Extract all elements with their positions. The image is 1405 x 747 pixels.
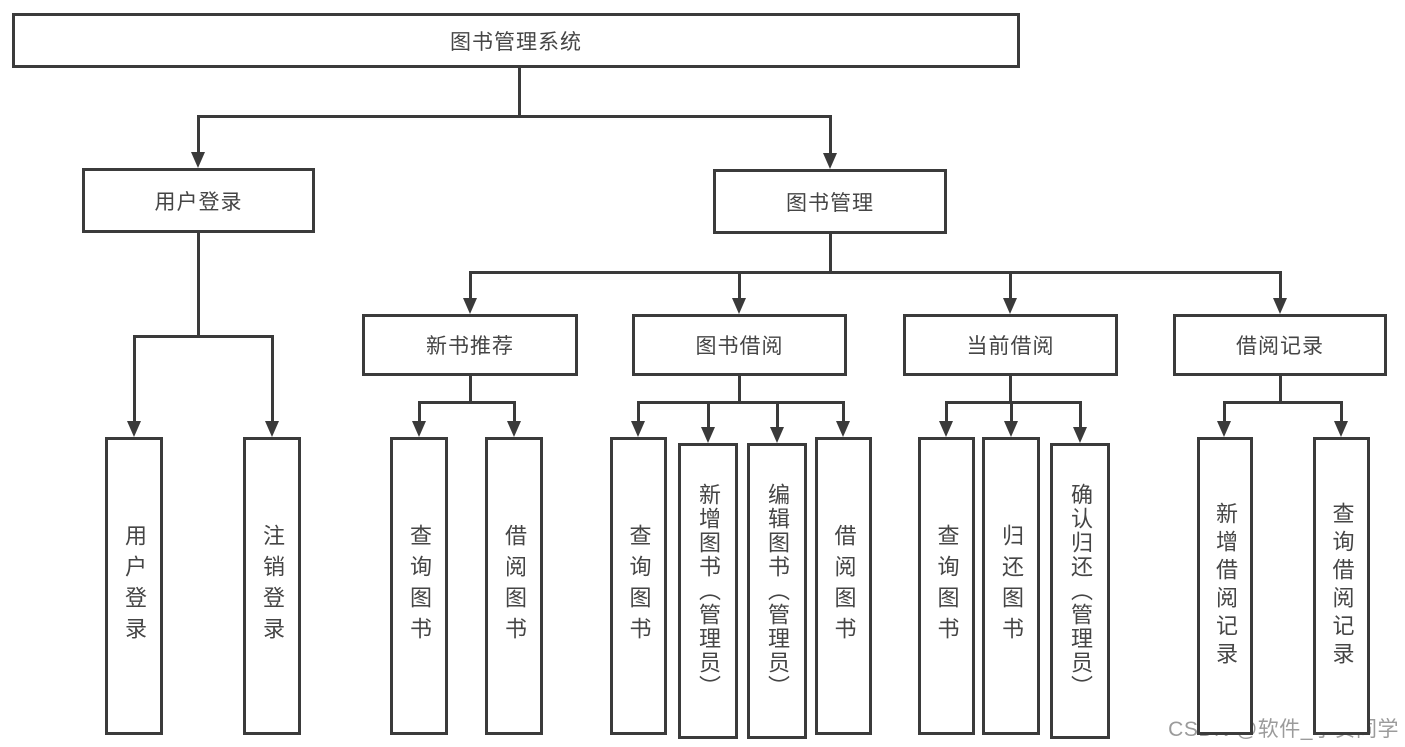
connector-line: [1278, 376, 1282, 404]
arrow-down-icon: [1334, 421, 1348, 437]
node-query-book-current: 查询图书: [918, 437, 975, 735]
node-query-borrow-record: 查询借阅记录: [1313, 437, 1370, 735]
connector-line: [828, 234, 832, 273]
arrow-shaft: [636, 402, 640, 423]
connector-line: [132, 334, 274, 338]
node-label: 注销登录: [260, 524, 285, 648]
arrow-down-icon: [732, 298, 746, 314]
node-book-borrowing: 图书借阅: [632, 314, 847, 376]
arrow-shaft: [1078, 402, 1082, 429]
arrow-down-icon: [823, 153, 837, 169]
arrow-down-icon: [1003, 298, 1017, 314]
connector-line: [1222, 400, 1343, 404]
node-label: 新书推荐: [426, 335, 514, 358]
node-add-borrow-record: 新增借阅记录: [1197, 437, 1253, 735]
connector-line: [417, 400, 516, 404]
arrow-shaft: [828, 116, 832, 155]
node-label: 查询图书: [626, 524, 652, 648]
arrow-shaft: [737, 272, 741, 300]
node-user-login-branch: 用户登录: [82, 168, 315, 233]
arrow-shaft: [417, 402, 421, 423]
node-logout-leaf: 注销登录: [243, 437, 301, 735]
arrow-down-icon: [1217, 421, 1231, 437]
node-label: 图书借阅: [695, 335, 784, 358]
arrow-shaft: [468, 272, 472, 300]
node-borrow-book-recommend: 借阅图书: [485, 437, 543, 735]
arrow-down-icon: [507, 421, 521, 437]
node-book-management: 图书管理: [713, 169, 947, 234]
arrow-down-icon: [463, 298, 477, 314]
arrow-shaft: [1278, 272, 1282, 300]
arrow-down-icon: [127, 421, 141, 437]
arrow-down-icon: [770, 427, 784, 443]
connector-line: [468, 270, 1282, 274]
arrow-down-icon: [701, 427, 715, 443]
node-label: 图书管理系统: [450, 30, 582, 54]
node-borrow-book-borrowing: 借阅图书: [815, 437, 872, 735]
node-label: 借阅图书: [831, 524, 857, 648]
node-edit-book-admin: 编辑图书（管理员）: [747, 443, 807, 739]
node-borrowing-records: 借阅记录: [1173, 314, 1387, 376]
connector-line: [737, 376, 741, 404]
arrow-down-icon: [939, 421, 953, 437]
arrow-shaft: [1339, 402, 1343, 423]
node-label: 当前借阅: [966, 335, 1055, 358]
node-label: 用户登录: [122, 524, 147, 648]
connector-line: [517, 68, 521, 117]
node-current-borrowing: 当前借阅: [903, 314, 1118, 376]
node-new-book-recommend: 新书推荐: [362, 314, 578, 376]
node-root: 图书管理系统: [12, 13, 1020, 68]
node-label: 用户登录: [154, 190, 243, 214]
node-add-book-admin: 新增图书（管理员）: [678, 443, 738, 739]
arrow-down-icon: [191, 152, 205, 168]
node-label: 归还图书: [999, 524, 1024, 648]
node-label: 查询图书: [407, 524, 432, 648]
arrow-shaft: [841, 402, 845, 423]
arrow-shaft: [775, 402, 779, 429]
arrow-down-icon: [1004, 421, 1018, 437]
arrow-shaft: [1008, 272, 1012, 300]
arrow-shaft: [196, 116, 200, 154]
node-label: 编辑图书（管理员）: [765, 483, 790, 699]
node-label: 借阅记录: [1236, 335, 1324, 358]
node-label: 新增图书（管理员）: [696, 483, 721, 699]
arrow-shaft: [944, 402, 948, 423]
connector-line: [636, 400, 845, 404]
arrow-down-icon: [631, 421, 645, 437]
arrow-shaft: [512, 402, 516, 423]
arrow-down-icon: [1073, 427, 1087, 443]
arrow-shaft: [1222, 402, 1226, 423]
node-label: 图书管理: [786, 191, 874, 215]
arrow-shaft: [706, 402, 710, 429]
node-label: 查询借阅记录: [1329, 502, 1355, 670]
node-return-book: 归还图书: [982, 437, 1040, 735]
arrow-shaft: [1009, 402, 1013, 423]
node-label: 确认归还（管理员）: [1068, 483, 1093, 699]
node-label: 借阅图书: [502, 524, 527, 648]
connector-line: [468, 376, 472, 404]
node-label: 查询图书: [934, 524, 960, 648]
arrow-shaft: [132, 336, 136, 423]
node-label: 新增借阅记录: [1213, 502, 1238, 670]
connector-line: [196, 233, 200, 338]
node-confirm-return-admin: 确认归还（管理员）: [1050, 443, 1110, 739]
arrow-down-icon: [836, 421, 850, 437]
arrow-shaft: [270, 336, 274, 423]
node-query-book-recommend: 查询图书: [390, 437, 448, 735]
connector-line: [1008, 376, 1012, 404]
node-user-login-leaf: 用户登录: [105, 437, 163, 735]
connector-line: [196, 114, 832, 118]
arrow-down-icon: [412, 421, 426, 437]
arrow-down-icon: [265, 421, 279, 437]
arrow-down-icon: [1273, 298, 1287, 314]
connector-line: [944, 400, 1082, 404]
node-query-book-borrowing: 查询图书: [610, 437, 667, 735]
